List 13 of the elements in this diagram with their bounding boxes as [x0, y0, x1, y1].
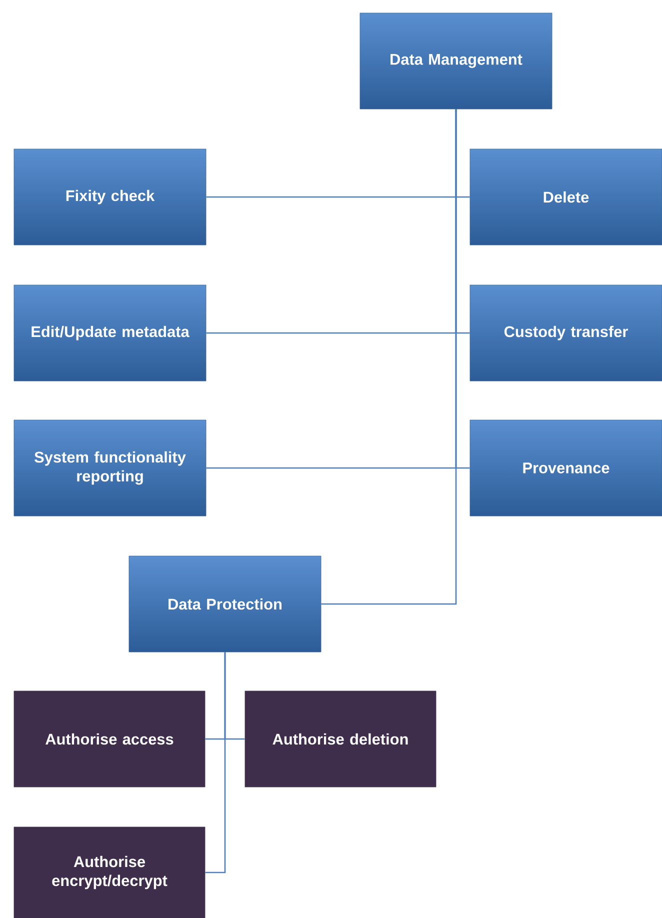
process-box: Provenance: [470, 420, 662, 516]
process-box: Authorise access: [14, 690, 206, 788]
process-box: System functionality reporting: [14, 420, 206, 516]
process-box: Edit/Update metadata: [14, 284, 206, 382]
process-box: Data Protection: [128, 556, 322, 652]
process-box: Delete: [470, 148, 662, 246]
process-box: Data Management: [360, 12, 552, 110]
connector-line: [205, 652, 226, 874]
connector-line: [321, 109, 457, 605]
process-box: Authorise deletion: [244, 690, 436, 788]
process-box: Fixity check: [14, 148, 206, 246]
process-box: Custody transfer: [470, 284, 662, 382]
process-box: Authorise encrypt/decrypt: [14, 826, 206, 918]
